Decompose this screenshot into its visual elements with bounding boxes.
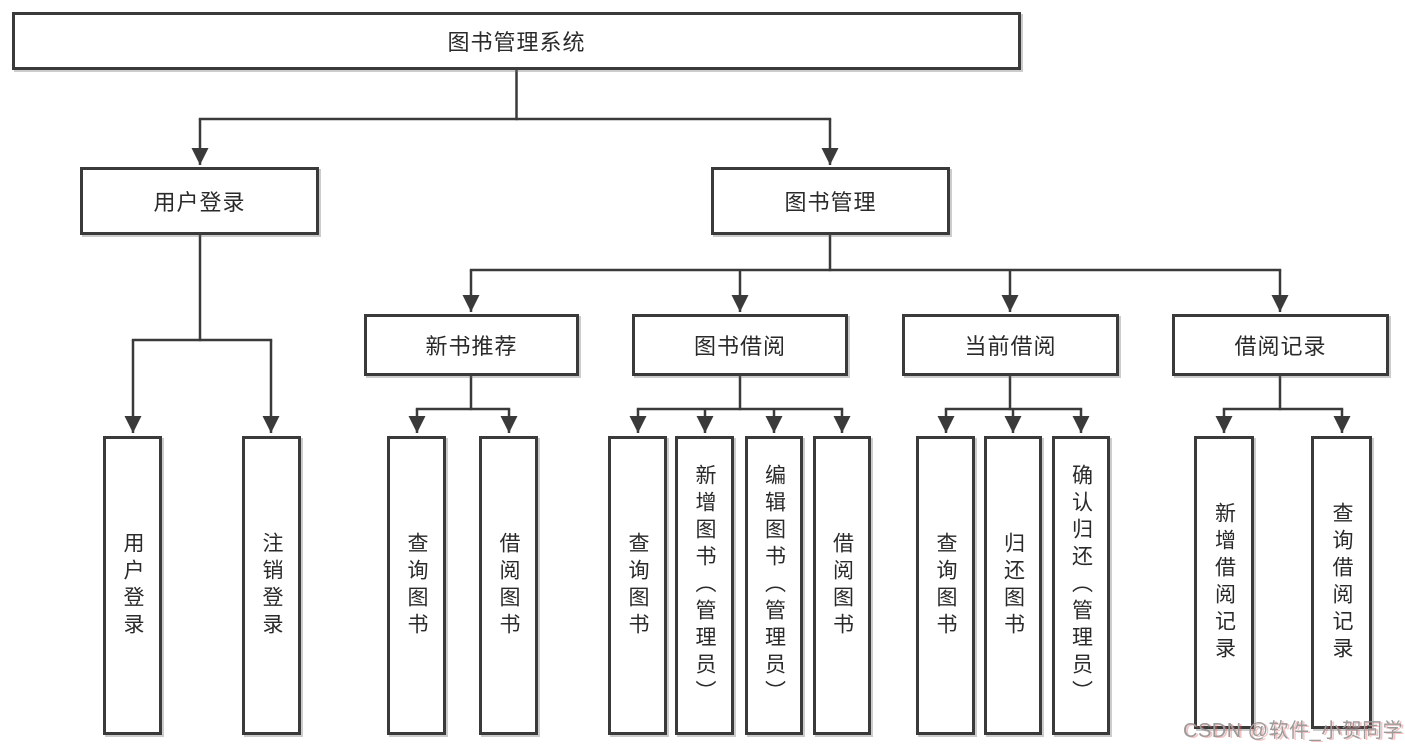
node-current-borrow: 当前借阅: [902, 314, 1119, 376]
leaf-add-borrow-record: 新增借阅记录: [1194, 436, 1254, 729]
leaf-current-query-books: 查询图书: [916, 436, 975, 735]
node-book-management-label: 图书管理: [784, 190, 877, 215]
leaf-add-books-admin: 新增图书（管理员）: [675, 436, 734, 735]
node-root-system: 图书管理系统: [12, 12, 1021, 70]
leaf-borrow-books-label: 借阅图书: [830, 531, 854, 640]
node-borrow-records-label: 借阅记录: [1234, 334, 1327, 359]
node-book-management: 图书管理: [711, 167, 950, 235]
leaf-borrow-books: 借阅图书: [813, 436, 871, 735]
leaf-query-borrow-record-label: 查询借阅记录: [1330, 501, 1353, 664]
leaf-newbook-borrow-books-label: 借阅图书: [497, 531, 520, 640]
connectors: [124, 70, 1351, 433]
node-root-label: 图书管理系统: [447, 30, 586, 55]
leaf-user-login-label: 用户登录: [121, 531, 144, 640]
leaf-logout-label: 注销登录: [260, 531, 283, 640]
leaf-add-borrow-record-label: 新增借阅记录: [1212, 501, 1236, 664]
leaf-edit-books-admin: 编辑图书（管理员）: [745, 436, 803, 735]
node-user-login-label: 用户登录: [153, 190, 246, 215]
node-book-borrow-label: 图书借阅: [693, 334, 786, 359]
leaf-newbook-query-books: 查询图书: [387, 436, 446, 735]
leaf-newbook-borrow-books: 借阅图书: [479, 436, 538, 735]
leaf-confirm-return-admin-label: 确认归还（管理员）: [1069, 464, 1093, 707]
node-new-book-recommend-label: 新书推荐: [425, 334, 518, 359]
node-new-book-recommend: 新书推荐: [364, 314, 579, 376]
node-borrow-records: 借阅记录: [1172, 314, 1389, 376]
csdn-watermark: CSDN @软件_小贺同学: [1183, 720, 1404, 742]
leaf-user-login: 用户登录: [103, 436, 162, 735]
leaf-borrow-query-books: 查询图书: [608, 436, 667, 735]
leaf-confirm-return-admin: 确认归还（管理员）: [1052, 436, 1110, 735]
leaf-return-books: 归还图书: [984, 436, 1042, 735]
leaf-logout: 注销登录: [242, 436, 301, 735]
leaf-borrow-query-books-label: 查询图书: [626, 531, 649, 640]
node-user-login: 用户登录: [80, 167, 319, 235]
leaf-edit-books-admin-label: 编辑图书（管理员）: [762, 464, 786, 707]
node-book-borrow: 图书借阅: [632, 314, 848, 376]
leaf-query-borrow-record: 查询借阅记录: [1311, 436, 1372, 729]
leaf-newbook-query-books-label: 查询图书: [405, 531, 428, 640]
leaf-current-query-books-label: 查询图书: [934, 531, 957, 640]
node-current-borrow-label: 当前借阅: [964, 334, 1057, 359]
leaf-return-books-label: 归还图书: [1001, 531, 1025, 640]
leaf-add-books-admin-label: 新增图书（管理员）: [693, 464, 716, 707]
